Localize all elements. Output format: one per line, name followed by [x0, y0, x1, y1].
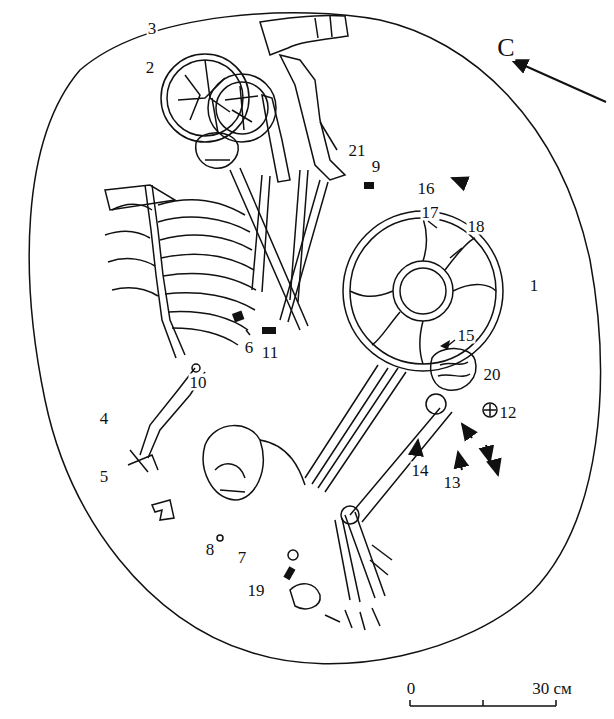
callout-number: 11	[261, 344, 279, 361]
callout-number: 20	[483, 366, 502, 383]
callout-number: 18	[467, 218, 486, 235]
callout-number: 15	[457, 327, 476, 344]
callout-number: 5	[99, 468, 110, 485]
callout-number: 13	[443, 474, 462, 491]
callout-number: 21	[348, 142, 367, 159]
callout-number: 6	[244, 339, 255, 356]
callout-number: 3	[147, 20, 158, 37]
callout-number: 19	[247, 582, 266, 599]
callout-number: 8	[205, 541, 216, 558]
scale-label: 30 см	[531, 680, 573, 697]
callout-number: 7	[237, 549, 248, 566]
callout-number: 9	[371, 158, 382, 175]
callout-number: 2	[145, 59, 156, 76]
callout-number: 16	[417, 180, 436, 197]
callout-number: 17	[421, 204, 440, 221]
callout-number: 10	[189, 374, 208, 391]
callout-number: 14	[411, 462, 430, 479]
scale-label: 0	[406, 680, 417, 697]
north-label: С	[496, 35, 515, 61]
callout-number: 12	[499, 404, 518, 421]
callout-number: 1	[529, 277, 540, 294]
callout-number: 4	[99, 410, 110, 427]
